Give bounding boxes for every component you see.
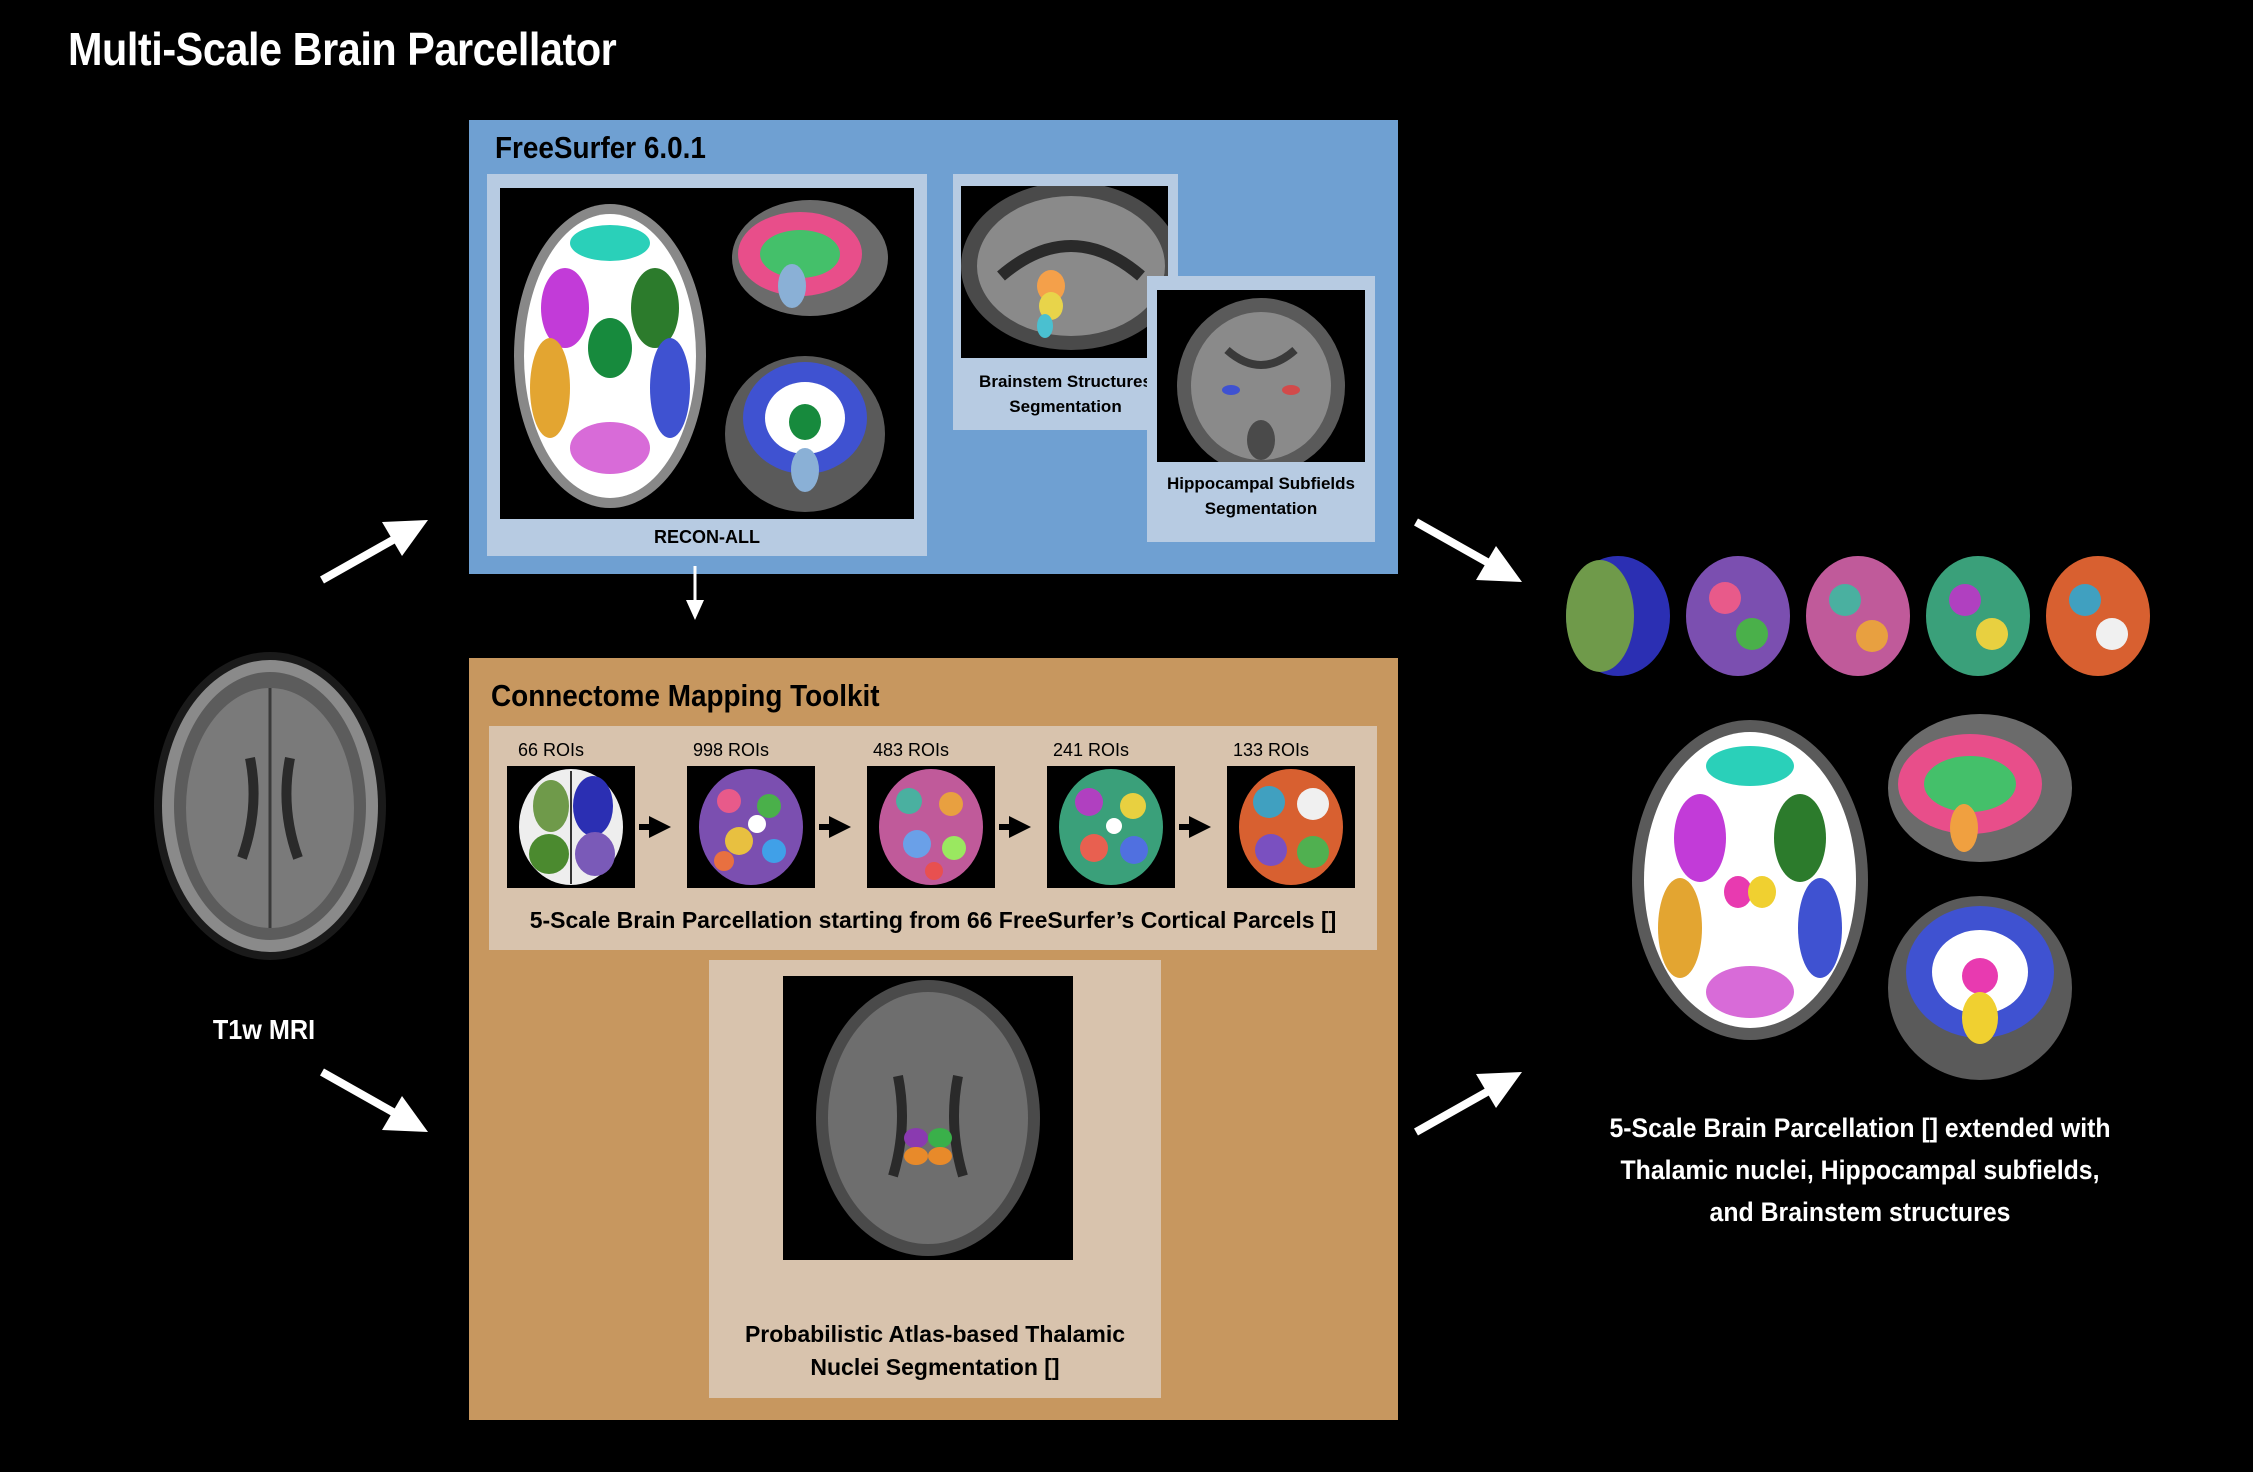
scale-image-5	[1227, 766, 1355, 888]
scale-image-4	[1047, 766, 1175, 888]
arrow-freesurfer-to-output	[1414, 518, 1522, 582]
thalamic-image	[783, 976, 1073, 1260]
output-images	[1566, 556, 2150, 1080]
thalamic-label: Probabilistic Atlas-based Thalamic Nucle…	[744, 1321, 1126, 1381]
recon-all-label: RECON-ALL	[654, 527, 760, 547]
brainstem-image	[961, 186, 1168, 358]
brainstem-label: Brainstem Structures Segmentation	[979, 372, 1152, 416]
cmt-panel: Connectome Mapping Toolkit 66 ROIs 998 R…	[469, 658, 1398, 1420]
output-scale-brains	[1566, 556, 2150, 676]
scale-arrows	[639, 816, 1211, 838]
arrow-cmt-to-output	[1414, 1072, 1522, 1136]
hippocampal-image	[1157, 290, 1365, 462]
arrow-freesurfer-to-cmt	[686, 566, 704, 620]
page-title: Multi-Scale Brain Parcellator	[68, 23, 617, 75]
recon-all-image	[500, 188, 914, 519]
t1w-mri-image	[154, 652, 386, 960]
freesurfer-title: FreeSurfer 6.0.1	[495, 130, 706, 165]
output-sagittal-brain	[1888, 714, 2072, 862]
multiscale-card: 66 ROIs 998 ROIs 483 ROIs 241 ROIs 133 R…	[489, 726, 1377, 950]
scale-label-3: 483 ROIs	[872, 740, 950, 760]
output-coronal-brain	[1888, 896, 2072, 1080]
scale-images	[507, 766, 1355, 888]
scale-label-2: 998 ROIs	[692, 740, 770, 760]
scale-image-1	[507, 766, 635, 888]
scale-label-1: 66 ROIs	[517, 740, 585, 760]
scale-label-5: 133 ROIs	[1232, 740, 1310, 760]
scale-label-4: 241 ROIs	[1052, 740, 1130, 760]
output-axial-brain	[1632, 720, 1868, 1040]
arrow-input-to-freesurfer	[320, 520, 428, 584]
hippocampal-card: Hippocampal Subfields Segmentation	[1147, 276, 1375, 542]
hippocampal-label: Hippocampal Subfields Segmentation	[1167, 474, 1355, 518]
arrow-input-to-cmt	[320, 1068, 428, 1132]
multiscale-caption: 5-Scale Brain Parcellation starting from…	[529, 907, 1337, 933]
output-caption: 5-Scale Brain Parcellation [] extended w…	[1609, 1113, 2111, 1227]
t1w-mri-label: T1w MRI	[212, 1014, 316, 1045]
freesurfer-panel: FreeSurfer 6.0.1	[469, 120, 1398, 574]
thalamic-card: Probabilistic Atlas-based Thalamic Nucle…	[709, 960, 1161, 1398]
brainstem-card: Brainstem Structures Segmentation	[953, 174, 1178, 430]
scale-image-2	[687, 766, 815, 888]
scale-image-3	[867, 766, 995, 888]
recon-all-card: RECON-ALL	[487, 174, 927, 556]
cmt-title: Connectome Mapping Toolkit	[491, 678, 880, 713]
